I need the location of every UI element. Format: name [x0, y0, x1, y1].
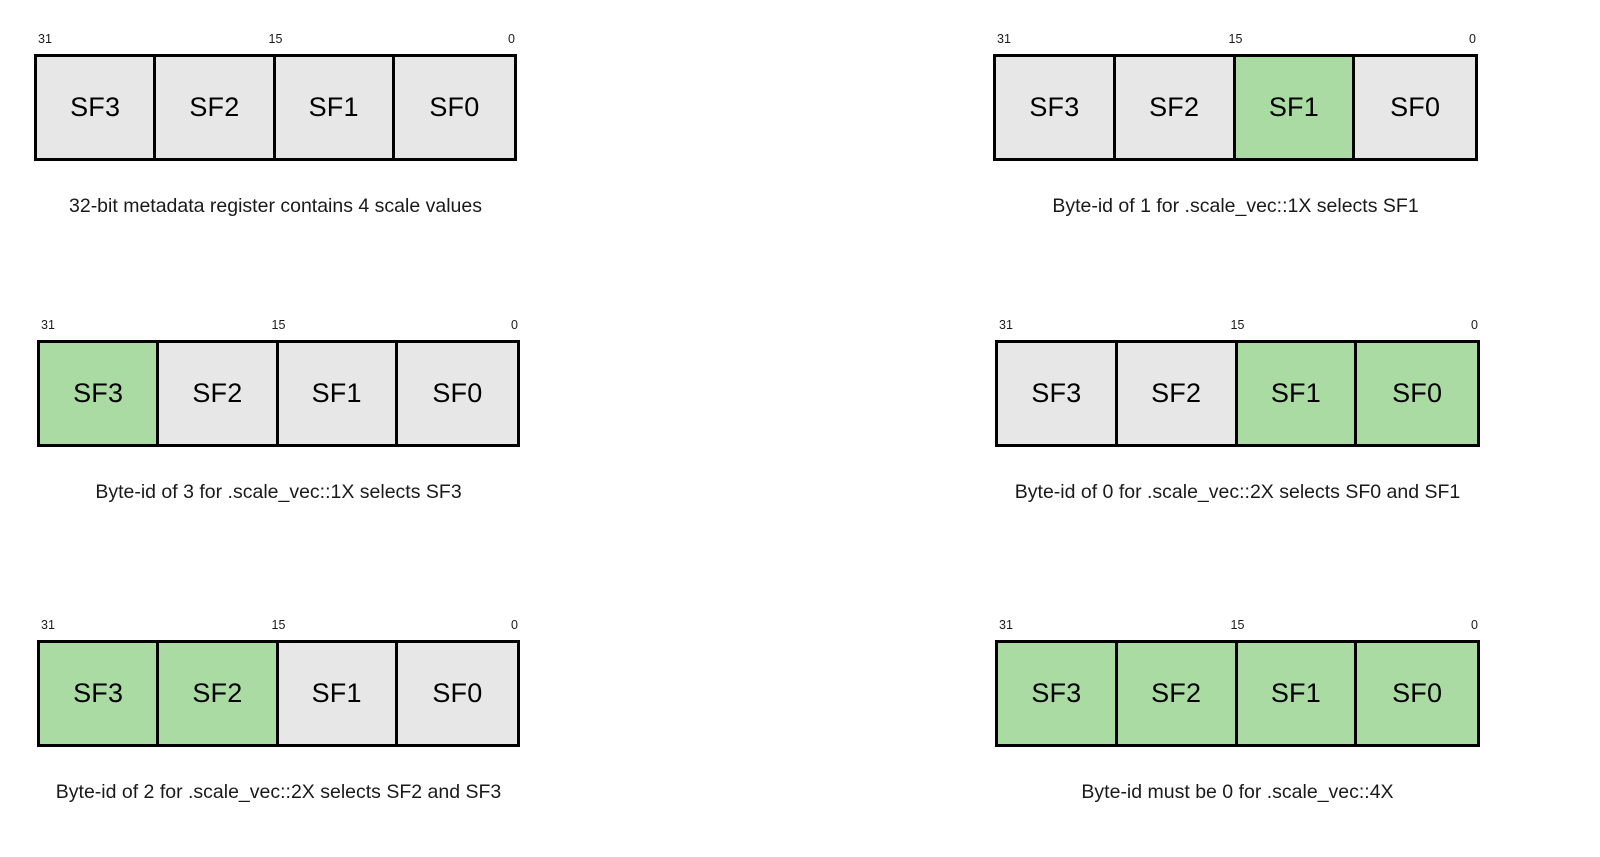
register-cell-sf1: SF1 — [1235, 57, 1356, 158]
bit-index-label-low: 0 — [1469, 32, 1476, 46]
register-cell-sf1: SF1 — [275, 57, 395, 158]
panel-caption: Byte-id must be 0 for .scale_vec::4X — [1081, 781, 1394, 803]
bit-index-label-mid: 15 — [1230, 618, 1245, 632]
bit-index-label-high: 31 — [999, 318, 1013, 332]
register-cell-sf3: SF3 — [996, 57, 1116, 158]
register-cell-sf3: SF3 — [37, 57, 157, 158]
bit-index-label-high: 31 — [997, 32, 1011, 46]
register-cell-sf1: SF1 — [1237, 343, 1358, 444]
register-cell-sf1: SF1 — [1237, 643, 1358, 744]
register-cell-sf2: SF2 — [1115, 57, 1236, 158]
bit-index-ruler: 31 15 0 — [37, 618, 520, 638]
panel-caption: 32-bit metadata register contains 4 scal… — [69, 195, 482, 217]
bit-index-ruler: 31 15 0 — [37, 318, 520, 338]
bit-index-label-low: 0 — [1471, 618, 1478, 632]
bit-index-ruler: 31 15 0 — [995, 318, 1480, 338]
register-cell-sf1: SF1 — [278, 343, 398, 444]
bit-index-label-high: 31 — [999, 618, 1013, 632]
bit-index-ruler: 31 15 0 — [995, 618, 1480, 638]
bit-index-ruler: 31 15 0 — [993, 32, 1478, 52]
bit-index-label-mid: 15 — [1230, 318, 1245, 332]
bit-index-ruler: 31 15 0 — [34, 32, 517, 52]
register-cell-sf0: SF0 — [394, 57, 514, 158]
bit-index-label-mid: 15 — [271, 618, 286, 632]
register-cell-sf0: SF0 — [1357, 343, 1477, 444]
register-cell-sf0: SF0 — [397, 343, 517, 444]
panel-caption: Byte-id of 2 for .scale_vec::2X selects … — [55, 781, 502, 803]
register-cell-sf3: SF3 — [40, 343, 160, 444]
register-cell-sf0: SF0 — [1357, 643, 1477, 744]
bit-index-label-low: 0 — [511, 618, 518, 632]
register-cell-sf2: SF2 — [1117, 643, 1238, 744]
bit-index-label-mid: 15 — [1228, 32, 1243, 46]
bit-index-label-mid: 15 — [271, 318, 286, 332]
register-cell-sf3: SF3 — [998, 643, 1118, 744]
panel-caption: Byte-id of 3 for .scale_vec::1X selects … — [95, 481, 462, 503]
register-cell-sf0: SF0 — [397, 643, 517, 744]
register-cell-sf2: SF2 — [159, 343, 279, 444]
bit-index-label-high: 31 — [41, 318, 55, 332]
panel-caption: Byte-id of 0 for .scale_vec::2X selects … — [1014, 481, 1461, 503]
bit-index-label-mid: 15 — [268, 32, 283, 46]
register-cell-sf3: SF3 — [40, 643, 160, 744]
panel-caption: Byte-id of 1 for .scale_vec::1X selects … — [1052, 195, 1419, 217]
register-cell-sf3: SF3 — [998, 343, 1118, 444]
bit-index-label-low: 0 — [1471, 318, 1478, 332]
register-cell-sf2: SF2 — [1117, 343, 1238, 444]
register-cell-sf1: SF1 — [278, 643, 398, 744]
register-cell-sf2: SF2 — [159, 643, 279, 744]
bit-index-label-low: 0 — [508, 32, 515, 46]
bit-index-label-high: 31 — [38, 32, 52, 46]
bit-index-label-high: 31 — [41, 618, 55, 632]
register-cell-sf0: SF0 — [1355, 57, 1475, 158]
register-cell-sf2: SF2 — [156, 57, 276, 158]
bit-index-label-low: 0 — [511, 318, 518, 332]
